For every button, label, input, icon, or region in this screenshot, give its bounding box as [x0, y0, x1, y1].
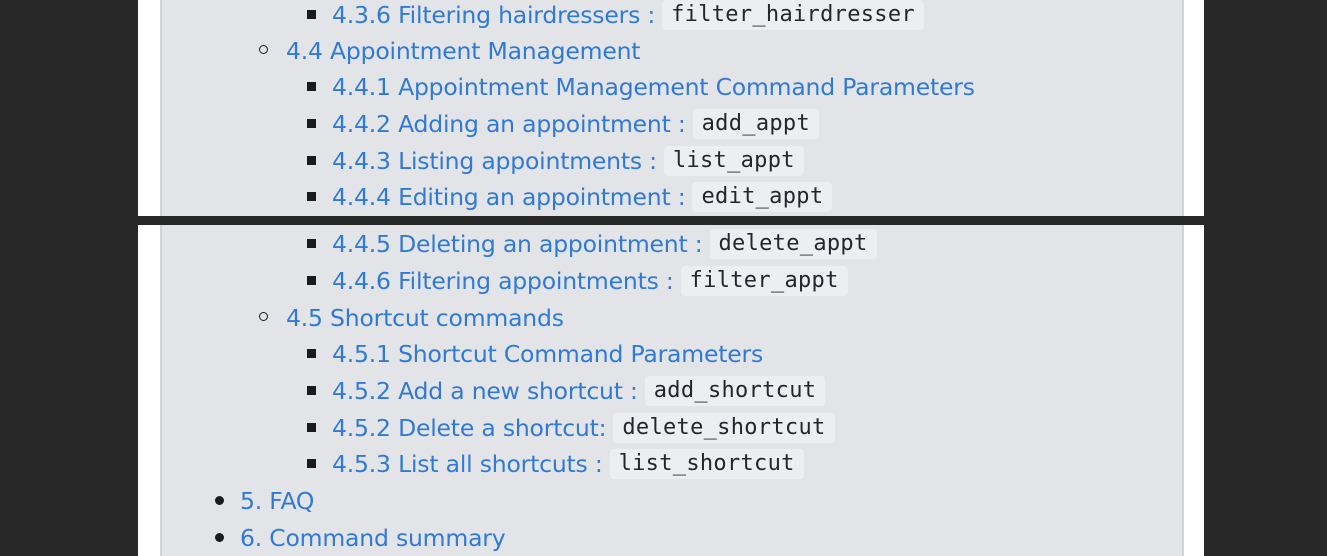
toc-link[interactable]: 4.4 Appointment Management: [286, 36, 641, 65]
command-code: filter_hairdresser: [662, 0, 924, 30]
toc-link[interactable]: 4.5 Shortcut commands: [286, 303, 564, 332]
square-bullet-icon: [307, 386, 316, 395]
toc-link[interactable]: 6. Command summary: [240, 523, 506, 552]
square-bullet-icon: [307, 239, 316, 248]
toc-item-4-4[interactable]: 4.4 Appointment Management: [259, 32, 641, 69]
command-code: edit_appt: [692, 181, 833, 212]
toc-item-5[interactable]: 5. FAQ: [215, 482, 315, 519]
toc-panel: 4.3.6 Filtering hairdressers : filter_ha…: [160, 0, 1184, 216]
circle-bullet-icon: [259, 45, 268, 54]
square-bullet-icon: [307, 423, 316, 432]
toc-fragment-bottom: 4.4.5 Deleting an appointment : delete_a…: [138, 225, 1204, 556]
disc-bullet-icon: [215, 533, 224, 542]
toc-item-4-5-3[interactable]: 4.5.3 List all shortcuts : list_shortcut: [307, 445, 804, 482]
command-code: list_appt: [663, 145, 804, 176]
toc-link[interactable]: 4.5.2 Delete a shortcut:: [332, 413, 607, 442]
square-bullet-icon: [307, 10, 316, 19]
toc-link[interactable]: 4.5.2 Add a new shortcut :: [332, 376, 638, 405]
command-code: delete_appt: [709, 228, 877, 259]
toc-item-4-4-3[interactable]: 4.4.3 Listing appointments : list_appt: [307, 142, 804, 179]
toc-link[interactable]: 4.5.3 List all shortcuts :: [332, 449, 603, 478]
toc-link[interactable]: 4.4.4 Editing an appointment :: [332, 182, 686, 211]
toc-link[interactable]: 4.4.2 Adding an appointment :: [332, 109, 686, 138]
toc-item-4-4-5[interactable]: 4.4.5 Deleting an appointment : delete_a…: [307, 225, 877, 262]
square-bullet-icon: [307, 276, 316, 285]
toc-item-4-5-2-delete[interactable]: 4.5.2 Delete a shortcut: delete_shortcut: [307, 409, 835, 446]
square-bullet-icon: [307, 119, 316, 128]
command-code: add_shortcut: [644, 375, 826, 406]
toc-link[interactable]: 4.4.3 Listing appointments :: [332, 146, 657, 175]
command-code: delete_shortcut: [613, 412, 835, 443]
square-bullet-icon: [307, 459, 316, 468]
command-code: add_appt: [692, 108, 820, 139]
square-bullet-icon: [307, 156, 316, 165]
toc-item-4-3-6[interactable]: 4.3.6 Filtering hairdressers : filter_ha…: [307, 0, 924, 33]
toc-item-4-5[interactable]: 4.5 Shortcut commands: [259, 299, 564, 336]
toc-item-4-4-2[interactable]: 4.4.2 Adding an appointment : add_appt: [307, 105, 820, 142]
toc-link[interactable]: 5. FAQ: [240, 486, 315, 515]
disc-bullet-icon: [215, 496, 224, 505]
toc-item-4-4-6[interactable]: 4.4.6 Filtering appointments : filter_ap…: [307, 262, 848, 299]
command-code: filter_appt: [680, 265, 848, 296]
circle-bullet-icon: [259, 312, 268, 321]
toc-link[interactable]: 4.3.6 Filtering hairdressers :: [332, 0, 656, 29]
toc-panel: 4.4.5 Deleting an appointment : delete_a…: [160, 225, 1184, 556]
toc-link[interactable]: 4.4.6 Filtering appointments :: [332, 266, 674, 295]
toc-link[interactable]: 4.5.1 Shortcut Command Parameters: [332, 339, 763, 368]
toc-link[interactable]: 4.4.5 Deleting an appointment :: [332, 229, 703, 258]
toc-item-6[interactable]: 6. Command summary: [215, 519, 506, 556]
toc-item-4-5-2-add[interactable]: 4.5.2 Add a new shortcut : add_shortcut: [307, 372, 826, 409]
square-bullet-icon: [307, 82, 316, 91]
command-code: list_shortcut: [609, 448, 804, 479]
toc-fragment-top: 4.3.6 Filtering hairdressers : filter_ha…: [138, 0, 1204, 216]
square-bullet-icon: [307, 192, 316, 201]
square-bullet-icon: [307, 349, 316, 358]
toc-item-4-5-1[interactable]: 4.5.1 Shortcut Command Parameters: [307, 335, 763, 372]
toc-link[interactable]: 4.4.1 Appointment Management Command Par…: [332, 72, 975, 101]
toc-item-4-4-4[interactable]: 4.4.4 Editing an appointment : edit_appt: [307, 178, 833, 215]
toc-item-4-4-1[interactable]: 4.4.1 Appointment Management Command Par…: [307, 68, 975, 105]
